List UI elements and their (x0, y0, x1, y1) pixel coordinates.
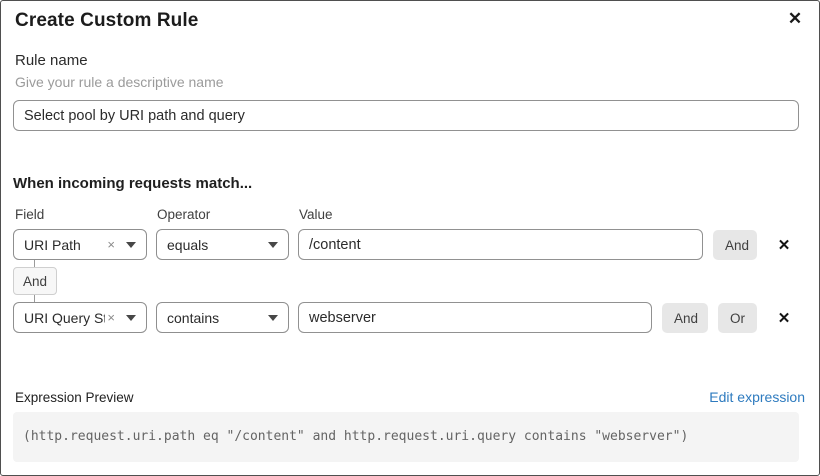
clear-icon[interactable]: × (107, 310, 115, 325)
field-select-row2-value: URI Query St... (24, 309, 105, 326)
edit-expression-link[interactable]: Edit expression (709, 389, 805, 405)
value-input-row1[interactable] (298, 229, 703, 260)
operator-select-row2-value: contains (167, 309, 220, 326)
chevron-down-icon (268, 241, 278, 248)
and-button-row1[interactable]: And (713, 230, 757, 260)
clear-icon[interactable]: × (107, 237, 115, 252)
value-input-row2[interactable] (298, 302, 652, 333)
or-button-row2[interactable]: Or (718, 303, 757, 333)
remove-row2-icon[interactable]: ✕ (773, 307, 795, 329)
rule-name-hint: Give your rule a descriptive name (15, 74, 224, 90)
dialog-title: Create Custom Rule (15, 10, 199, 31)
field-select-row1-value: URI Path (24, 236, 81, 253)
field-select-row2[interactable]: URI Query St... × (13, 302, 147, 333)
operator-column-label: Operator (157, 207, 211, 222)
chevron-down-icon (126, 241, 136, 248)
expression-preview-code: (http.request.uri.path eq "/content" and… (13, 412, 799, 462)
field-select-row1[interactable]: URI Path × (13, 229, 147, 260)
connector-and-badge: And (13, 267, 57, 295)
remove-row1-icon[interactable]: ✕ (773, 234, 795, 256)
rule-name-label: Rule name (15, 52, 88, 69)
field-column-label: Field (15, 207, 45, 222)
close-icon[interactable]: ✕ (783, 7, 807, 31)
chevron-down-icon (268, 314, 278, 321)
chevron-down-icon (126, 314, 136, 321)
value-column-label: Value (299, 207, 333, 222)
operator-select-row2[interactable]: contains (156, 302, 289, 333)
match-section-heading: When incoming requests match... (13, 175, 253, 192)
expression-preview-label: Expression Preview (15, 390, 134, 405)
and-button-row2[interactable]: And (662, 303, 708, 333)
operator-select-row1[interactable]: equals (156, 229, 289, 260)
rule-name-input[interactable] (13, 100, 799, 131)
operator-select-row1-value: equals (167, 236, 209, 253)
